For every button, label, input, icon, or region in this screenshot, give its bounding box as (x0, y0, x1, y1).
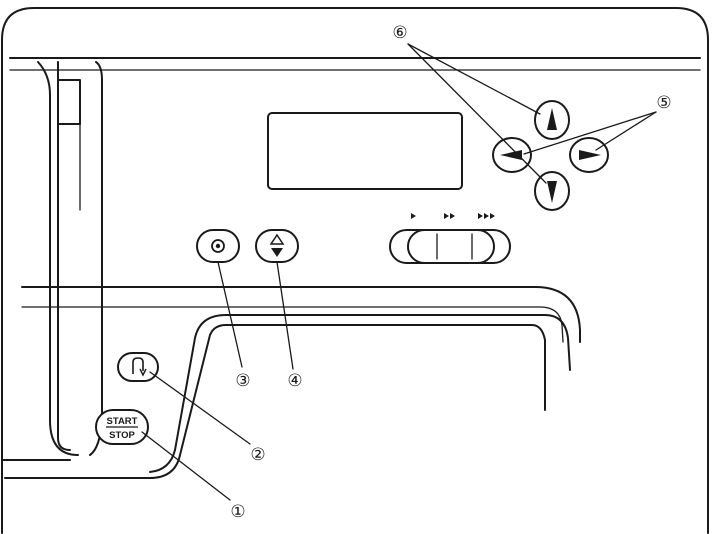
mid-line-inner (21, 306, 564, 343)
lcd-display (267, 112, 463, 190)
start-label: START (107, 416, 138, 427)
stop-label: STOP (109, 430, 135, 441)
left-channel-inner (57, 61, 71, 451)
up-down-arrow-icon (269, 233, 285, 257)
arrow-left-button[interactable] (492, 137, 532, 173)
arm-outline (4, 324, 546, 479)
speed-slider[interactable] (389, 229, 511, 264)
callout-1: ① (230, 502, 245, 522)
speed-slow-icon (411, 213, 416, 219)
arrow-right-button[interactable] (569, 137, 609, 173)
mid-line (21, 286, 581, 343)
callout-5: ⑤ (656, 93, 671, 113)
up-down-button[interactable] (255, 229, 299, 263)
arrow-up-icon (547, 108, 557, 130)
left-channel-outer (37, 61, 79, 456)
reverse-stitch-icon (132, 357, 144, 374)
arm-outline-outer (149, 314, 571, 473)
callout-6: ⑥ (392, 23, 407, 43)
needle-position-icon (211, 239, 225, 253)
callout-3: ③ (235, 371, 250, 391)
machine-outline (1, 7, 709, 534)
arrow-right-icon (579, 150, 601, 160)
speed-indicators (411, 213, 495, 219)
thread-guide (57, 79, 81, 125)
arrow-up-button[interactable] (534, 100, 570, 140)
speed-fast-icon (478, 213, 495, 219)
callout-2: ② (250, 445, 265, 465)
speed-medium-icon (444, 213, 455, 219)
arrow-down-icon (547, 181, 557, 203)
needle-position-button[interactable] (196, 229, 240, 263)
reverse-button[interactable] (117, 352, 159, 382)
left-channel-right (89, 61, 103, 456)
arrow-down-button[interactable] (534, 171, 570, 211)
callout-4: ④ (287, 371, 302, 391)
start-stop-button[interactable]: START STOP (95, 409, 149, 445)
leader-lines (141, 43, 657, 501)
